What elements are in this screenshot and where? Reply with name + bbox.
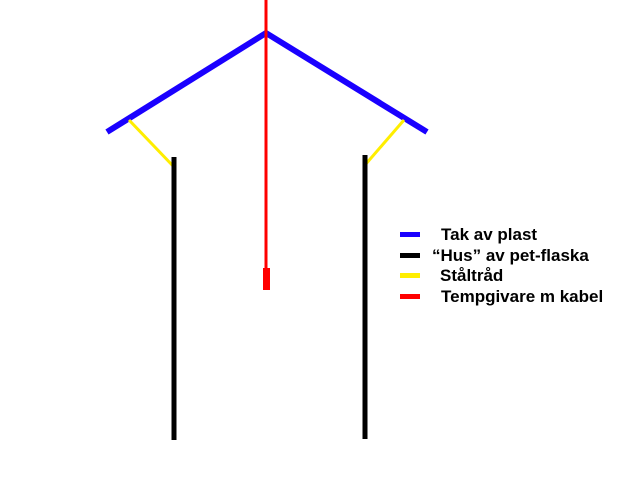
- legend-swatch-house: [400, 253, 420, 258]
- roof-left-panel: [105, 30, 268, 135]
- steel-wire-right: [363, 119, 406, 166]
- legend-label-house: “Hus” av pet-flaska: [432, 246, 589, 265]
- legend-label-sensor: Tempgivare m kabel: [441, 287, 604, 306]
- legend-swatch-sensor: [400, 294, 420, 299]
- temperature-sensor: [263, 268, 270, 290]
- steel-wire-left: [127, 118, 176, 169]
- legend-swatch-roof: [400, 232, 420, 237]
- roof-right-panel: [264, 30, 429, 135]
- legend-label-roof: Tak av plast: [441, 225, 538, 244]
- legend-label-wire: Ståltråd: [440, 266, 504, 285]
- legend-swatch-wire: [400, 273, 420, 278]
